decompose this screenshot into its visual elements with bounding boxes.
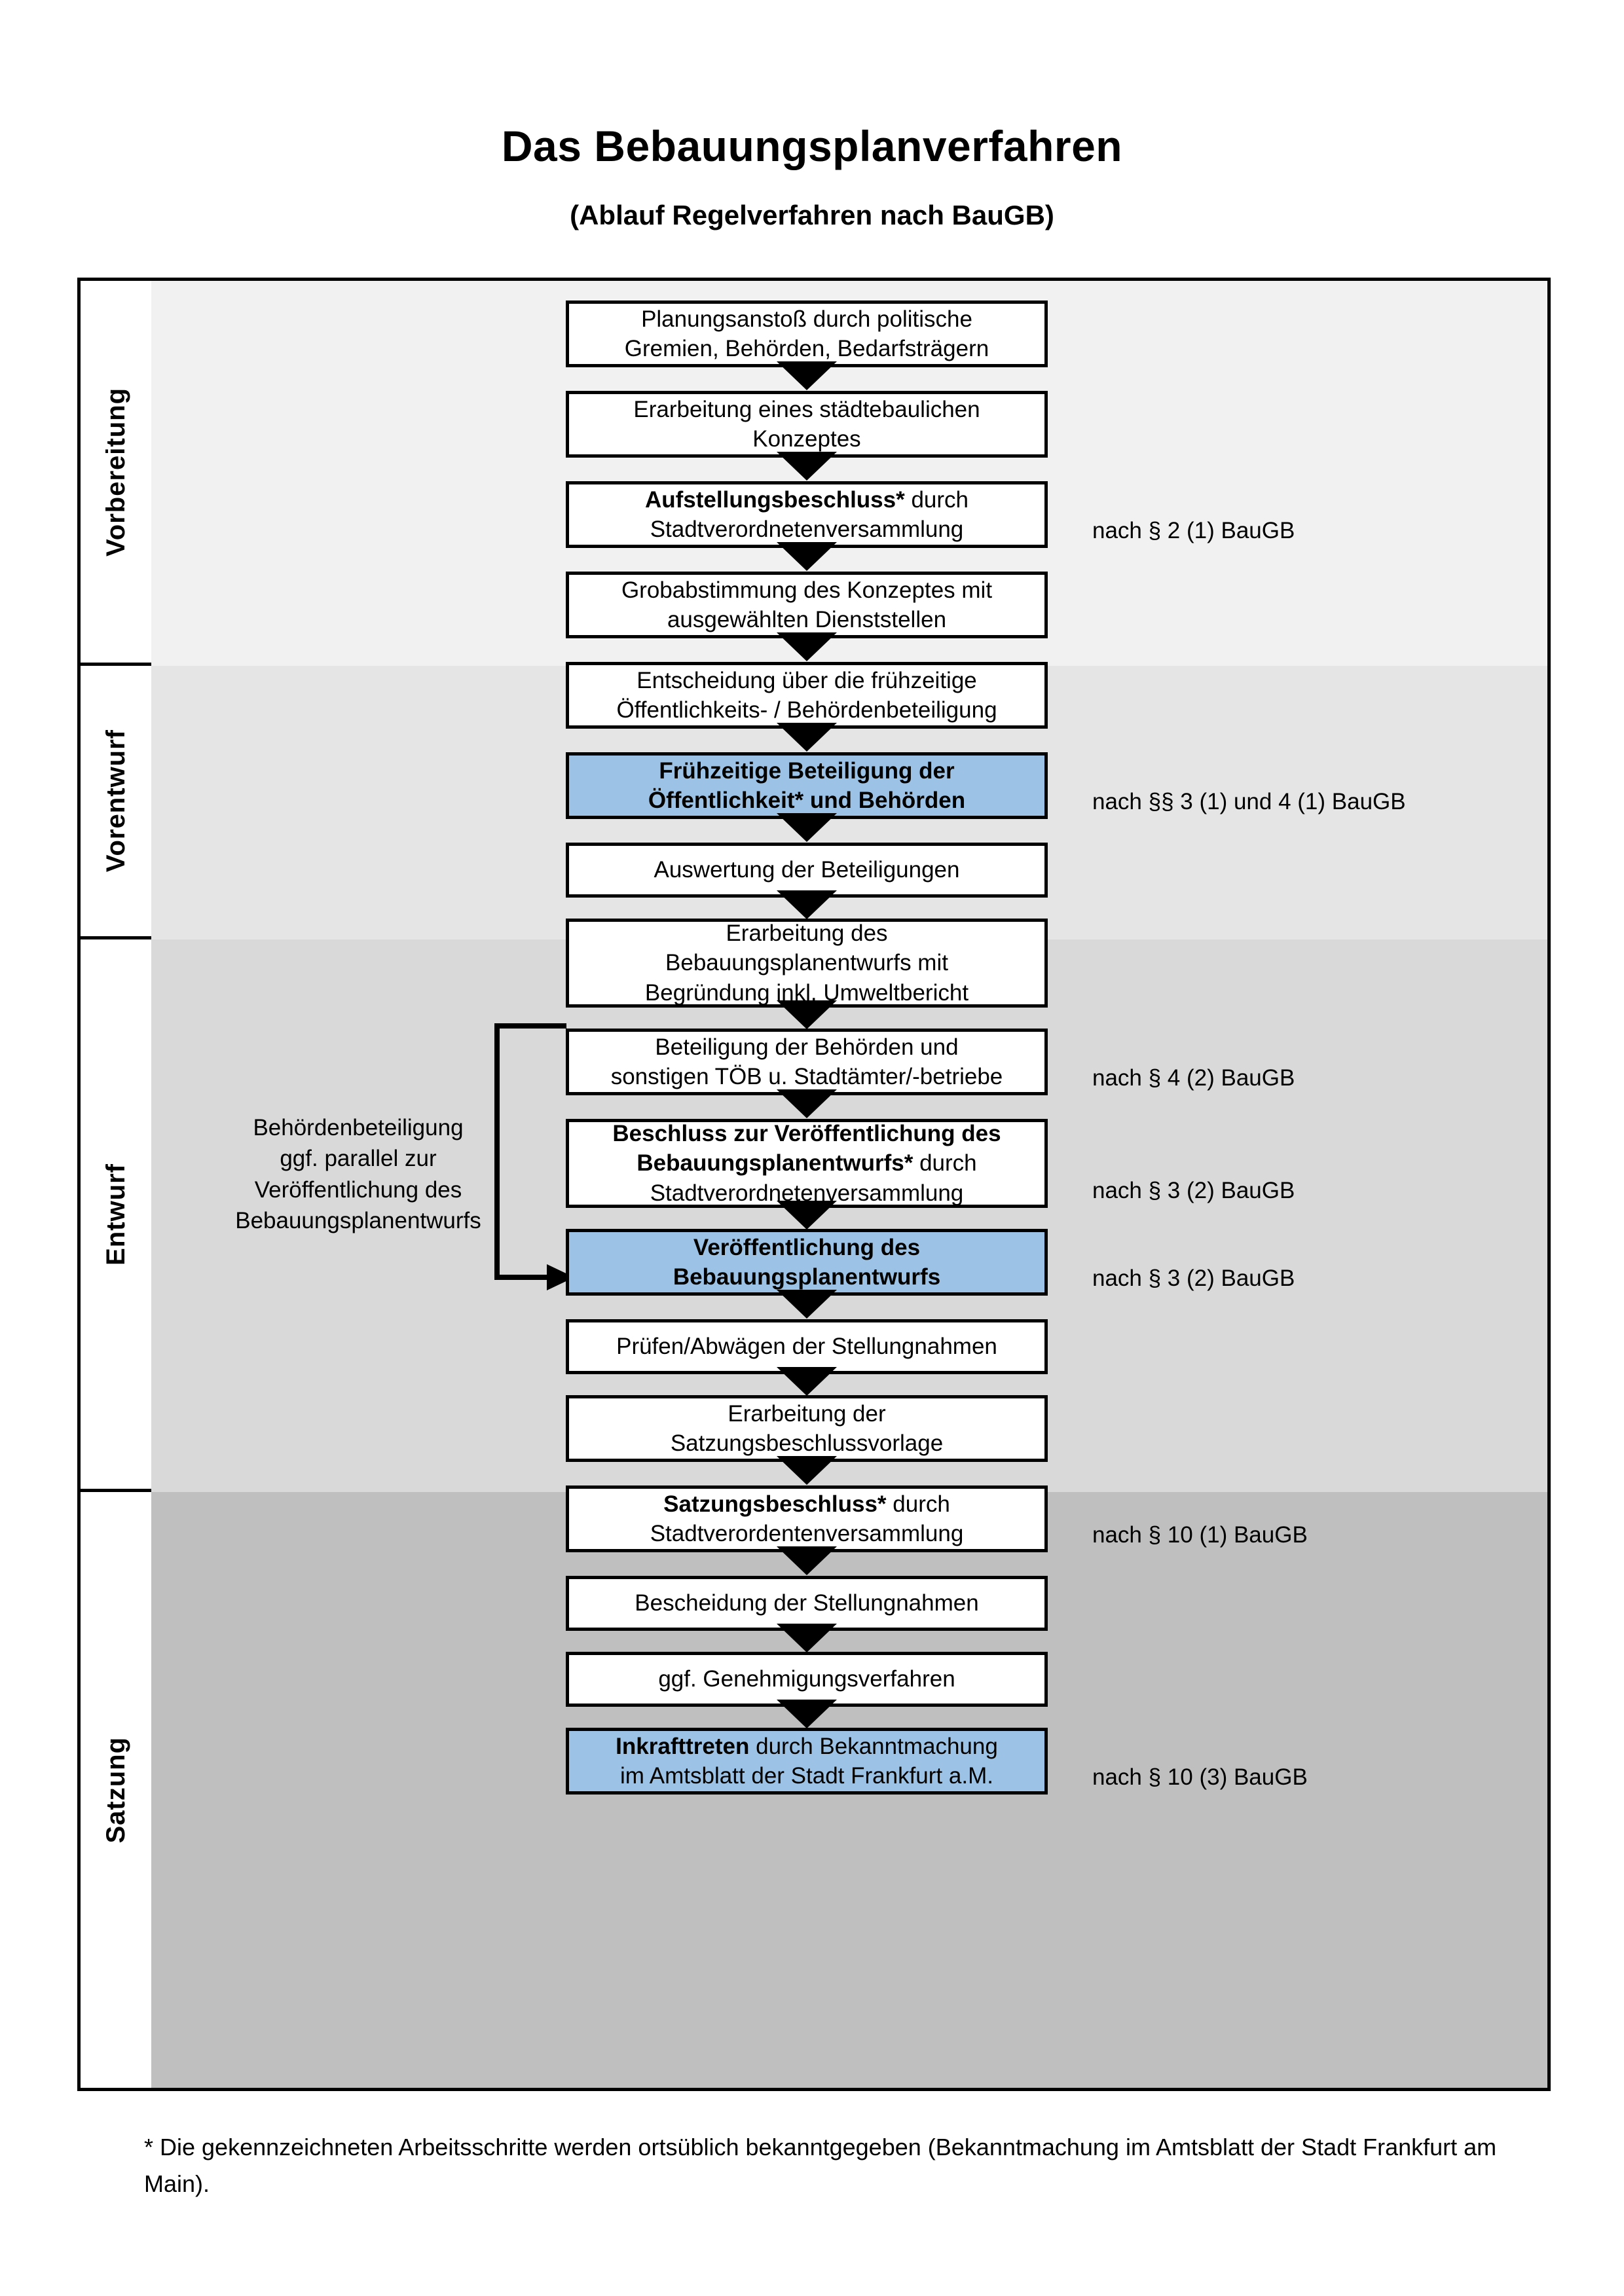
phase-label-cell-vorentwurf: Vorentwurf — [81, 666, 151, 939]
legal-reference-ref-1: nach § 2 (1) BauGB — [1092, 518, 1295, 543]
flow-node-step-16: ggf. Genehmigungsverfahren — [566, 1652, 1048, 1707]
flowchart-frame: Vorbereitung Vorentwurf Entwurf Satzung … — [77, 278, 1551, 2091]
flow-arrow-down — [777, 361, 837, 390]
flow-node-label: Bescheidung der Stellungnahmen — [635, 1590, 979, 1616]
phase-label-vorbereitung: Vorbereitung — [101, 387, 130, 556]
flow-arrow-down — [777, 1700, 837, 1728]
flow-arrow-down — [777, 632, 837, 661]
phase-label-cell-entwurf: Entwurf — [81, 939, 151, 1492]
side-note-behoerdenbeteiligung: Behördenbeteiligung ggf. parallel zur Ve… — [235, 1115, 481, 1233]
document-header: Das Bebauungsplanverfahren (Ablauf Regel… — [0, 0, 1624, 231]
flow-node-emphasis: Inkrafttreten — [616, 1733, 750, 1759]
flow-arrow-down — [777, 1000, 837, 1029]
flow-arrow-down — [777, 813, 837, 842]
footnote: * Die gekennzeichneten Arbeitsschritte w… — [144, 2134, 1497, 2197]
flow-arrow-down — [777, 1290, 837, 1319]
legal-reference-ref-5: nach § 3 (2) BauGB — [1092, 1266, 1295, 1291]
legal-reference-ref-6: nach § 10 (1) BauGB — [1092, 1522, 1308, 1548]
phase-label-entwurf: Entwurf — [101, 1163, 130, 1266]
flow-arrow-down — [777, 1367, 837, 1396]
flow-node-step-07: Auswertung der Beteiligungen — [566, 843, 1048, 898]
flow-arrow-down — [777, 452, 837, 481]
phase-label-cell-vorbereitung: Vorbereitung — [81, 281, 151, 666]
phase-label-vorentwurf: Vorentwurf — [101, 729, 130, 873]
flow-node-step-15: Bescheidung der Stellungnahmen — [566, 1576, 1048, 1631]
legal-reference-ref-7: nach § 10 (3) BauGB — [1092, 1764, 1308, 1790]
flow-arrow-down — [777, 1201, 837, 1230]
phase-label-satzung: Satzung — [101, 1736, 130, 1844]
flow-arrow-down — [777, 1456, 837, 1485]
flow-node-label: Prüfen/Abwägen der Stellungnahmen — [616, 1334, 997, 1360]
legal-reference-ref-3: nach § 4 (2) BauGB — [1092, 1065, 1295, 1091]
flow-arrow-down — [777, 1546, 837, 1575]
flow-node-label: ggf. Genehmigungsverfahren — [658, 1666, 955, 1692]
flow-arrow-down — [777, 1624, 837, 1652]
page-title: Das Bebauungsplanverfahren — [501, 122, 1123, 170]
legal-reference-ref-4: nach § 3 (2) BauGB — [1092, 1178, 1295, 1203]
phase-label-rail: Vorbereitung Vorentwurf Entwurf Satzung — [81, 281, 151, 2088]
flow-arrow-down — [777, 542, 837, 571]
flow-arrow-down — [777, 723, 837, 752]
flow-node-step-12: Prüfen/Abwägen der Stellungnahmen — [566, 1319, 1048, 1374]
flow-arrow-down — [777, 890, 837, 919]
legal-reference-ref-2: nach §§ 3 (1) und 4 (1) BauGB — [1092, 789, 1406, 814]
flow-node-emphasis: Aufstellungsbeschluss* — [644, 486, 905, 513]
flow-node-label: Auswertung der Beteiligungen — [654, 857, 960, 883]
page-subtitle: (Ablauf Regelverfahren nach BauGB) — [570, 200, 1054, 230]
flow-arrow-down — [777, 1089, 837, 1118]
phase-label-cell-satzung: Satzung — [81, 1492, 151, 2088]
flow-node-emphasis: Satzungsbeschluss* — [663, 1491, 887, 1517]
